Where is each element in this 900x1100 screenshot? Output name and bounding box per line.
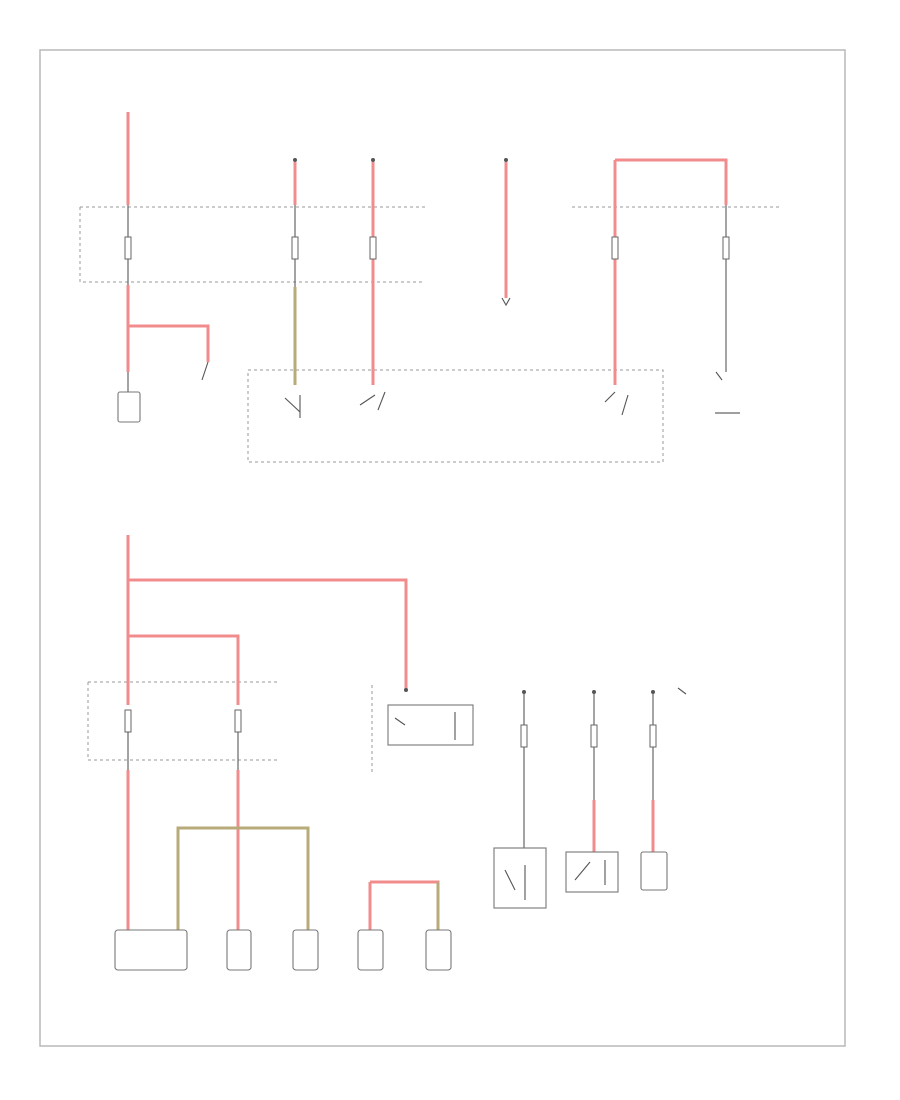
bottom-connectors [114,929,452,971]
circuit-column-6 [715,205,740,414]
connector-icon [357,929,384,971]
connector-icon [425,929,452,971]
sensor-icon [640,851,668,891]
connector-icon [715,371,723,381]
fuse-block-left-outline [79,206,425,283]
fuse-block-bottom-outline [87,681,280,761]
switch-icon [359,391,386,411]
switch-icon [284,395,301,418]
switch-icon [604,391,629,416]
fuse-icon [590,724,598,748]
circuit-column-3 [359,158,386,411]
relay-component [387,688,474,746]
diagram-border [39,49,846,1047]
fuse-icon [234,709,242,733]
switch-box-icon [493,847,547,909]
connector-icon [114,929,188,971]
relay-icon [387,704,474,746]
fuse-icon [520,724,528,748]
fuse-icon [649,724,657,748]
switch-icon [201,361,209,381]
circuit-column-2 [284,158,301,418]
connector-icon [292,929,319,971]
fuse-icon [611,236,619,260]
fuse-icon [124,709,132,733]
switch-icon [504,865,526,900]
connector-icon [677,687,687,695]
relay-panel-outline [247,369,664,463]
fuse-icon [124,236,132,260]
circuit-column-4 [501,158,511,307]
circuit-column-1 [117,112,210,423]
fuse-icon [291,236,299,260]
circuit-main-feed [124,535,408,930]
module-connector-icon [117,391,141,423]
fuse-icon [722,236,730,260]
circuit-right-1 [493,690,547,909]
fuse-icon [369,236,377,260]
arrow-icon [501,297,511,307]
circuit-column-5 [604,158,728,416]
ground-wiring [176,826,440,930]
relay-icon [565,851,619,893]
circuit-right-2 [565,690,619,893]
connector-icon [226,929,252,971]
circuit-right-3 [640,687,687,891]
